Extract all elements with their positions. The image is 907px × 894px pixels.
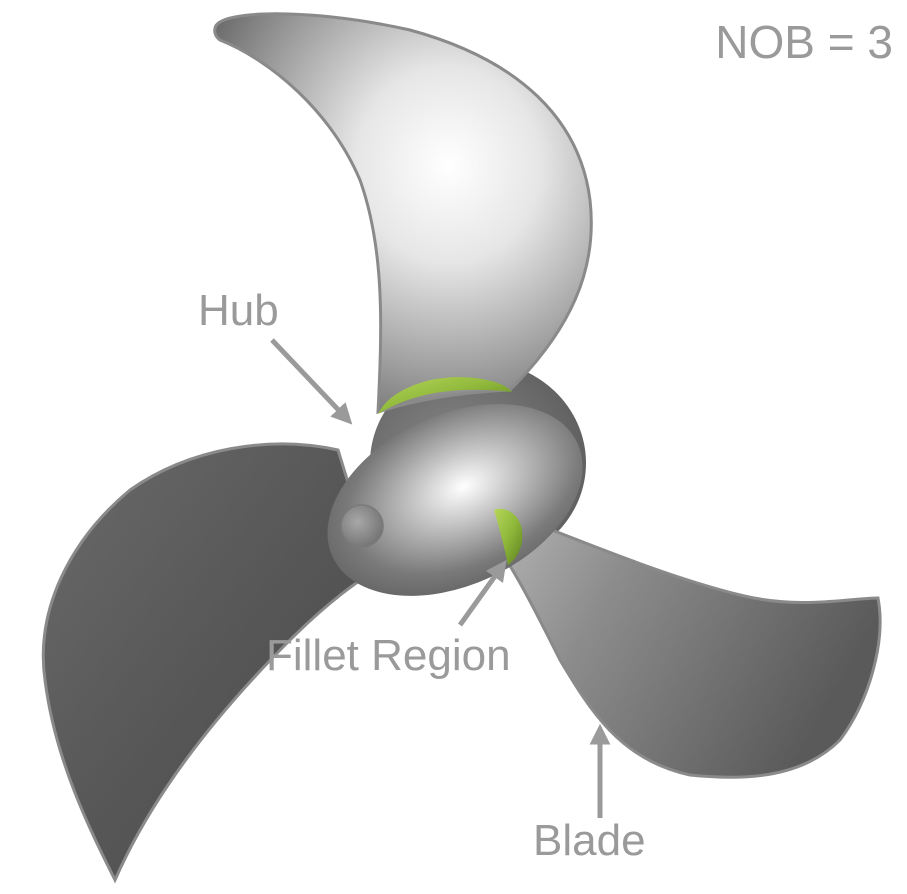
blade-label: Blade bbox=[533, 816, 646, 865]
right-blade bbox=[498, 507, 882, 779]
hub-nose bbox=[340, 504, 384, 548]
hub-arrow bbox=[270, 338, 353, 425]
nob-label: NOB = 3 bbox=[715, 16, 893, 68]
fillet-arrow bbox=[457, 559, 507, 627]
top-blade bbox=[213, 12, 593, 415]
fillet-region-label: Fillet Region bbox=[266, 631, 511, 680]
left-blade bbox=[41, 442, 377, 884]
hub-label: Hub bbox=[198, 286, 279, 335]
fillet-region-right bbox=[494, 508, 523, 565]
fillet-region-top bbox=[378, 377, 512, 414]
